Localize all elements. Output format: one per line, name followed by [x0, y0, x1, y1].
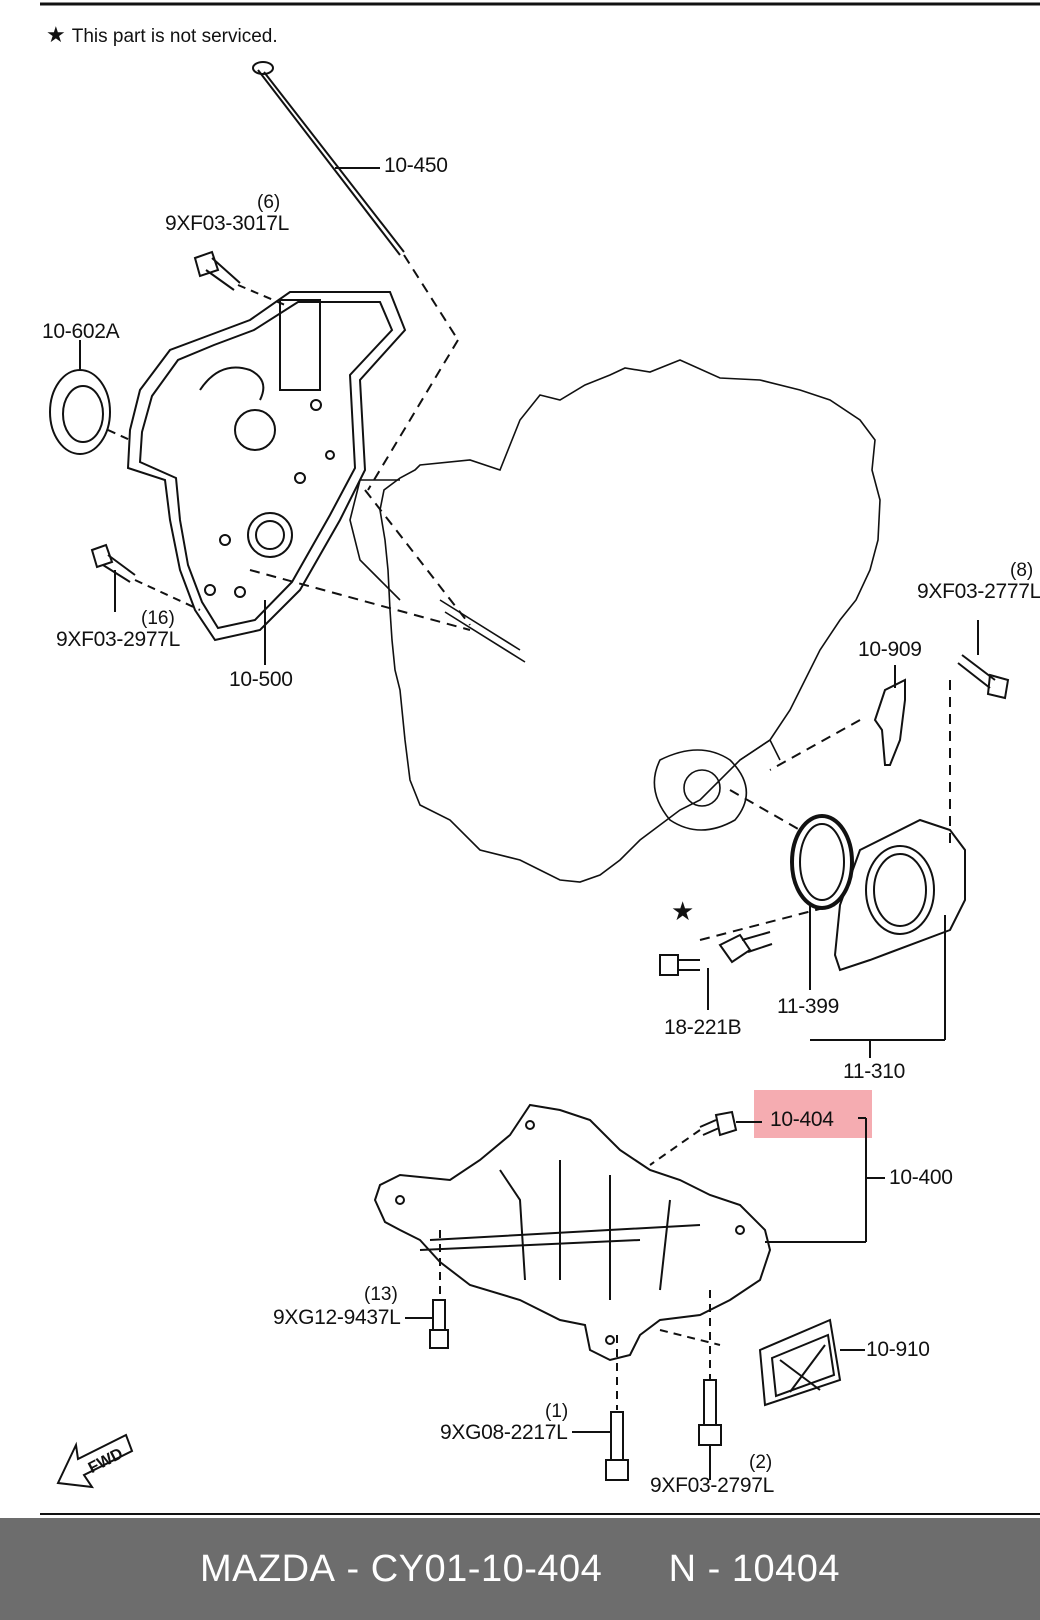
- exploded-diagram: [40, 2, 1040, 1515]
- dipstick-part: [252, 61, 459, 491]
- label-9xg08-2217l: 9XG08-2217L: [440, 1421, 568, 1444]
- footer-n-value: 10404: [731, 1547, 841, 1590]
- label-10-500: 10-500: [229, 668, 293, 691]
- qty-bolt-9437: (13): [364, 1284, 398, 1305]
- label-18-221b: 18-221B: [664, 1016, 742, 1039]
- bolt-2977-part: [90, 543, 201, 612]
- label-9xf03-2797l: 9XF03-2797L: [650, 1474, 774, 1497]
- star-icon: ★: [46, 22, 66, 47]
- qty-bolt-2217: (1): [545, 1401, 569, 1422]
- legend-note: ★This part is not serviced.: [46, 22, 278, 48]
- not-serviced-star-icon: ★: [671, 896, 695, 926]
- fwd-label: FWD: [86, 1445, 126, 1477]
- footer-part-number: CY01-10-404: [370, 1547, 603, 1590]
- rear-seal-ring-part: [790, 814, 854, 990]
- label-11-310: 11-310: [843, 1060, 906, 1083]
- footer-n-label: N: [668, 1547, 697, 1590]
- qty-bolt-2977: (16): [141, 608, 175, 629]
- plate-10909-part: [873, 665, 906, 766]
- label-10-404: 10-404: [770, 1108, 834, 1131]
- rear-seal-cover-part: [810, 818, 966, 1058]
- qty-bolt-2777: (8): [1010, 560, 1034, 581]
- oil-pan-part: [373, 1103, 885, 1362]
- drain-bolt-part: [649, 1110, 762, 1166]
- qty-bolt-2797: (2): [749, 1452, 773, 1473]
- label-10-909: 10-909: [858, 638, 922, 661]
- label-9xf03-2777l: 9XF03-2777L: [917, 580, 1040, 603]
- plate-10910-part: [758, 1318, 865, 1407]
- bolt-3017-part: [193, 250, 286, 306]
- footer-separator: -: [335, 1547, 371, 1590]
- highlight-box: [754, 1090, 872, 1138]
- label-10-450: 10-450: [384, 154, 448, 177]
- label-9xf03-3017l: 9XF03-3017L: [165, 212, 289, 235]
- label-11-399: 11-399: [777, 995, 840, 1018]
- fwd-arrow-icon: FWD: [56, 1433, 134, 1489]
- bolt-2777-part: [957, 620, 1010, 700]
- footer-caption: MAZDA - CY01-10-404 N - 10404: [0, 1518, 1040, 1620]
- legend-note-text: This part is not serviced.: [71, 26, 278, 47]
- front-seal-part: [49, 340, 131, 455]
- timing-cover-part: [126, 291, 407, 665]
- footer-brand: MAZDA: [199, 1547, 336, 1590]
- pan-bolts-part: [405, 1230, 722, 1481]
- engine-block-outline: [349, 359, 881, 883]
- qty-bolt-3017: (6): [257, 192, 281, 213]
- footer-gap: [602, 1548, 668, 1591]
- label-10-910: 10-910: [866, 1338, 930, 1361]
- label-9xg12-9437l: 9XG12-9437L: [273, 1306, 401, 1329]
- label-10-400: 10-400: [889, 1166, 953, 1189]
- label-9xf03-2977l: 9XF03-2977L: [56, 628, 180, 651]
- footer-separator-2: -: [696, 1547, 732, 1590]
- sensor-18221b-part: [659, 931, 773, 1010]
- leader-lines-block: [249, 489, 951, 941]
- label-10-602a: 10-602A: [42, 320, 120, 343]
